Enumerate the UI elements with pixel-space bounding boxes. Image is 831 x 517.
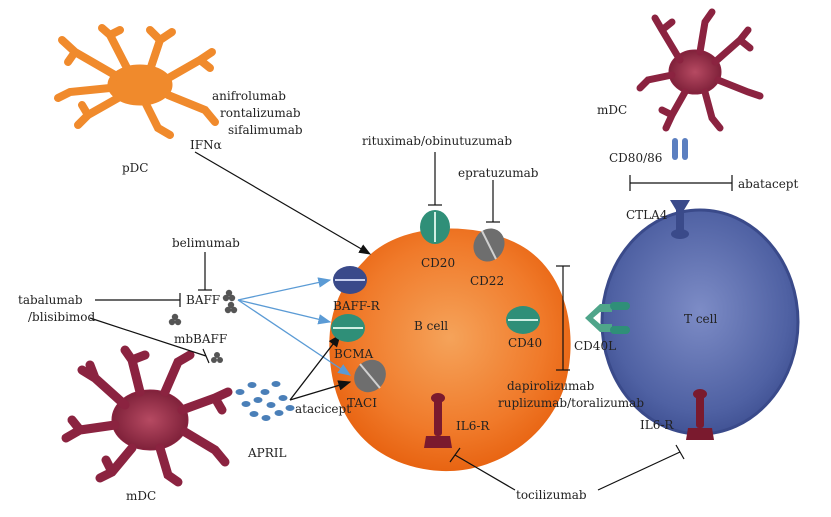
cd20-label: CD20 bbox=[421, 256, 455, 270]
sifalimumab-label: sifalimumab bbox=[228, 123, 303, 137]
bcma-label: BCMA bbox=[334, 347, 374, 361]
ctla4-label: CTLA4 bbox=[626, 208, 668, 222]
b-cell-label: B cell bbox=[414, 319, 448, 333]
tabalumab-label: tabalumab bbox=[18, 293, 83, 307]
rontalizumab-label: rontalizumab bbox=[220, 106, 301, 120]
april-label: APRIL bbox=[247, 446, 287, 460]
belimumab-inhibit-line bbox=[198, 252, 212, 291]
mdc-baff-trimer-icon bbox=[211, 352, 223, 363]
taci-label: TACI bbox=[347, 396, 377, 410]
mbbaff-label: mbBAFF bbox=[174, 332, 227, 346]
mdc-top-label: mDC bbox=[597, 103, 627, 117]
baff-label: BAFF bbox=[186, 293, 220, 307]
blisibimod-inhibit-line bbox=[89, 317, 210, 364]
tocilizumab-label: tocilizumab bbox=[516, 488, 587, 502]
rituximab-inhibit-line bbox=[428, 152, 442, 206]
atacicept-label: atacicept bbox=[295, 402, 351, 416]
baff-blue-arrows bbox=[237, 277, 352, 376]
mdc-bottom-cell bbox=[61, 345, 233, 487]
epratuzumab-inhibit-line bbox=[486, 180, 500, 223]
abatacept-inhibit-line bbox=[629, 175, 733, 191]
dapirolizumab-label: dapirolizumab bbox=[507, 379, 595, 393]
blisibimod-label: /blisibimod bbox=[28, 310, 96, 324]
baff-trimer-icon bbox=[222, 289, 238, 314]
cd80-86-ligand bbox=[672, 138, 688, 160]
rituximab-label: rituximab/obinutuzumab bbox=[362, 134, 512, 148]
belimumab-label: belimumab bbox=[172, 236, 240, 250]
ifn-label: IFNα bbox=[190, 138, 222, 152]
pdc-cell bbox=[54, 24, 219, 139]
ruplizumab-label: ruplizumab/toralizumab bbox=[498, 396, 644, 410]
epratuzumab-label: epratuzumab bbox=[458, 166, 539, 180]
il6r-b-label: IL6-R bbox=[456, 419, 490, 433]
ifn-arrow bbox=[194, 151, 372, 255]
cd22-receptor bbox=[473, 228, 505, 262]
april-dots bbox=[235, 381, 295, 421]
cd80-86-label: CD80/86 bbox=[609, 151, 662, 165]
il6r-t-receptor bbox=[686, 389, 714, 440]
mdc-top-cell bbox=[636, 8, 764, 132]
cd40-label: CD40 bbox=[508, 336, 542, 350]
ctla4-receptor bbox=[670, 200, 690, 239]
cd40l-label: CD40L bbox=[574, 339, 616, 353]
cd22-label: CD22 bbox=[470, 274, 504, 288]
anifrolumab-label: anifrolumab bbox=[212, 89, 286, 103]
april-black-arrows bbox=[289, 333, 352, 401]
baff-r-receptor bbox=[333, 266, 367, 294]
cd20-receptor bbox=[420, 210, 450, 244]
mbbaff-trimer-icon bbox=[168, 313, 182, 326]
cd40-receptor bbox=[506, 306, 540, 334]
tabalumab-inhibit-line bbox=[95, 293, 181, 307]
cd40l-ligand bbox=[585, 302, 630, 334]
b-cell-body bbox=[329, 228, 571, 472]
abatacept-label: abatacept bbox=[738, 177, 798, 191]
il6r-b-receptor bbox=[424, 393, 452, 448]
taci-receptor bbox=[354, 359, 386, 393]
t-cell-label: T cell bbox=[684, 312, 717, 326]
il6r-t-label: IL6-R bbox=[640, 418, 674, 432]
mdc-bottom-label: mDC bbox=[126, 489, 156, 503]
bcma-receptor bbox=[331, 314, 365, 342]
tocilizumab-inhibit-lines bbox=[449, 444, 685, 491]
baff-r-label: BAFF-R bbox=[333, 299, 381, 313]
pdc-label: pDC bbox=[122, 161, 148, 175]
cd40-inhibit-bracket bbox=[556, 265, 570, 371]
